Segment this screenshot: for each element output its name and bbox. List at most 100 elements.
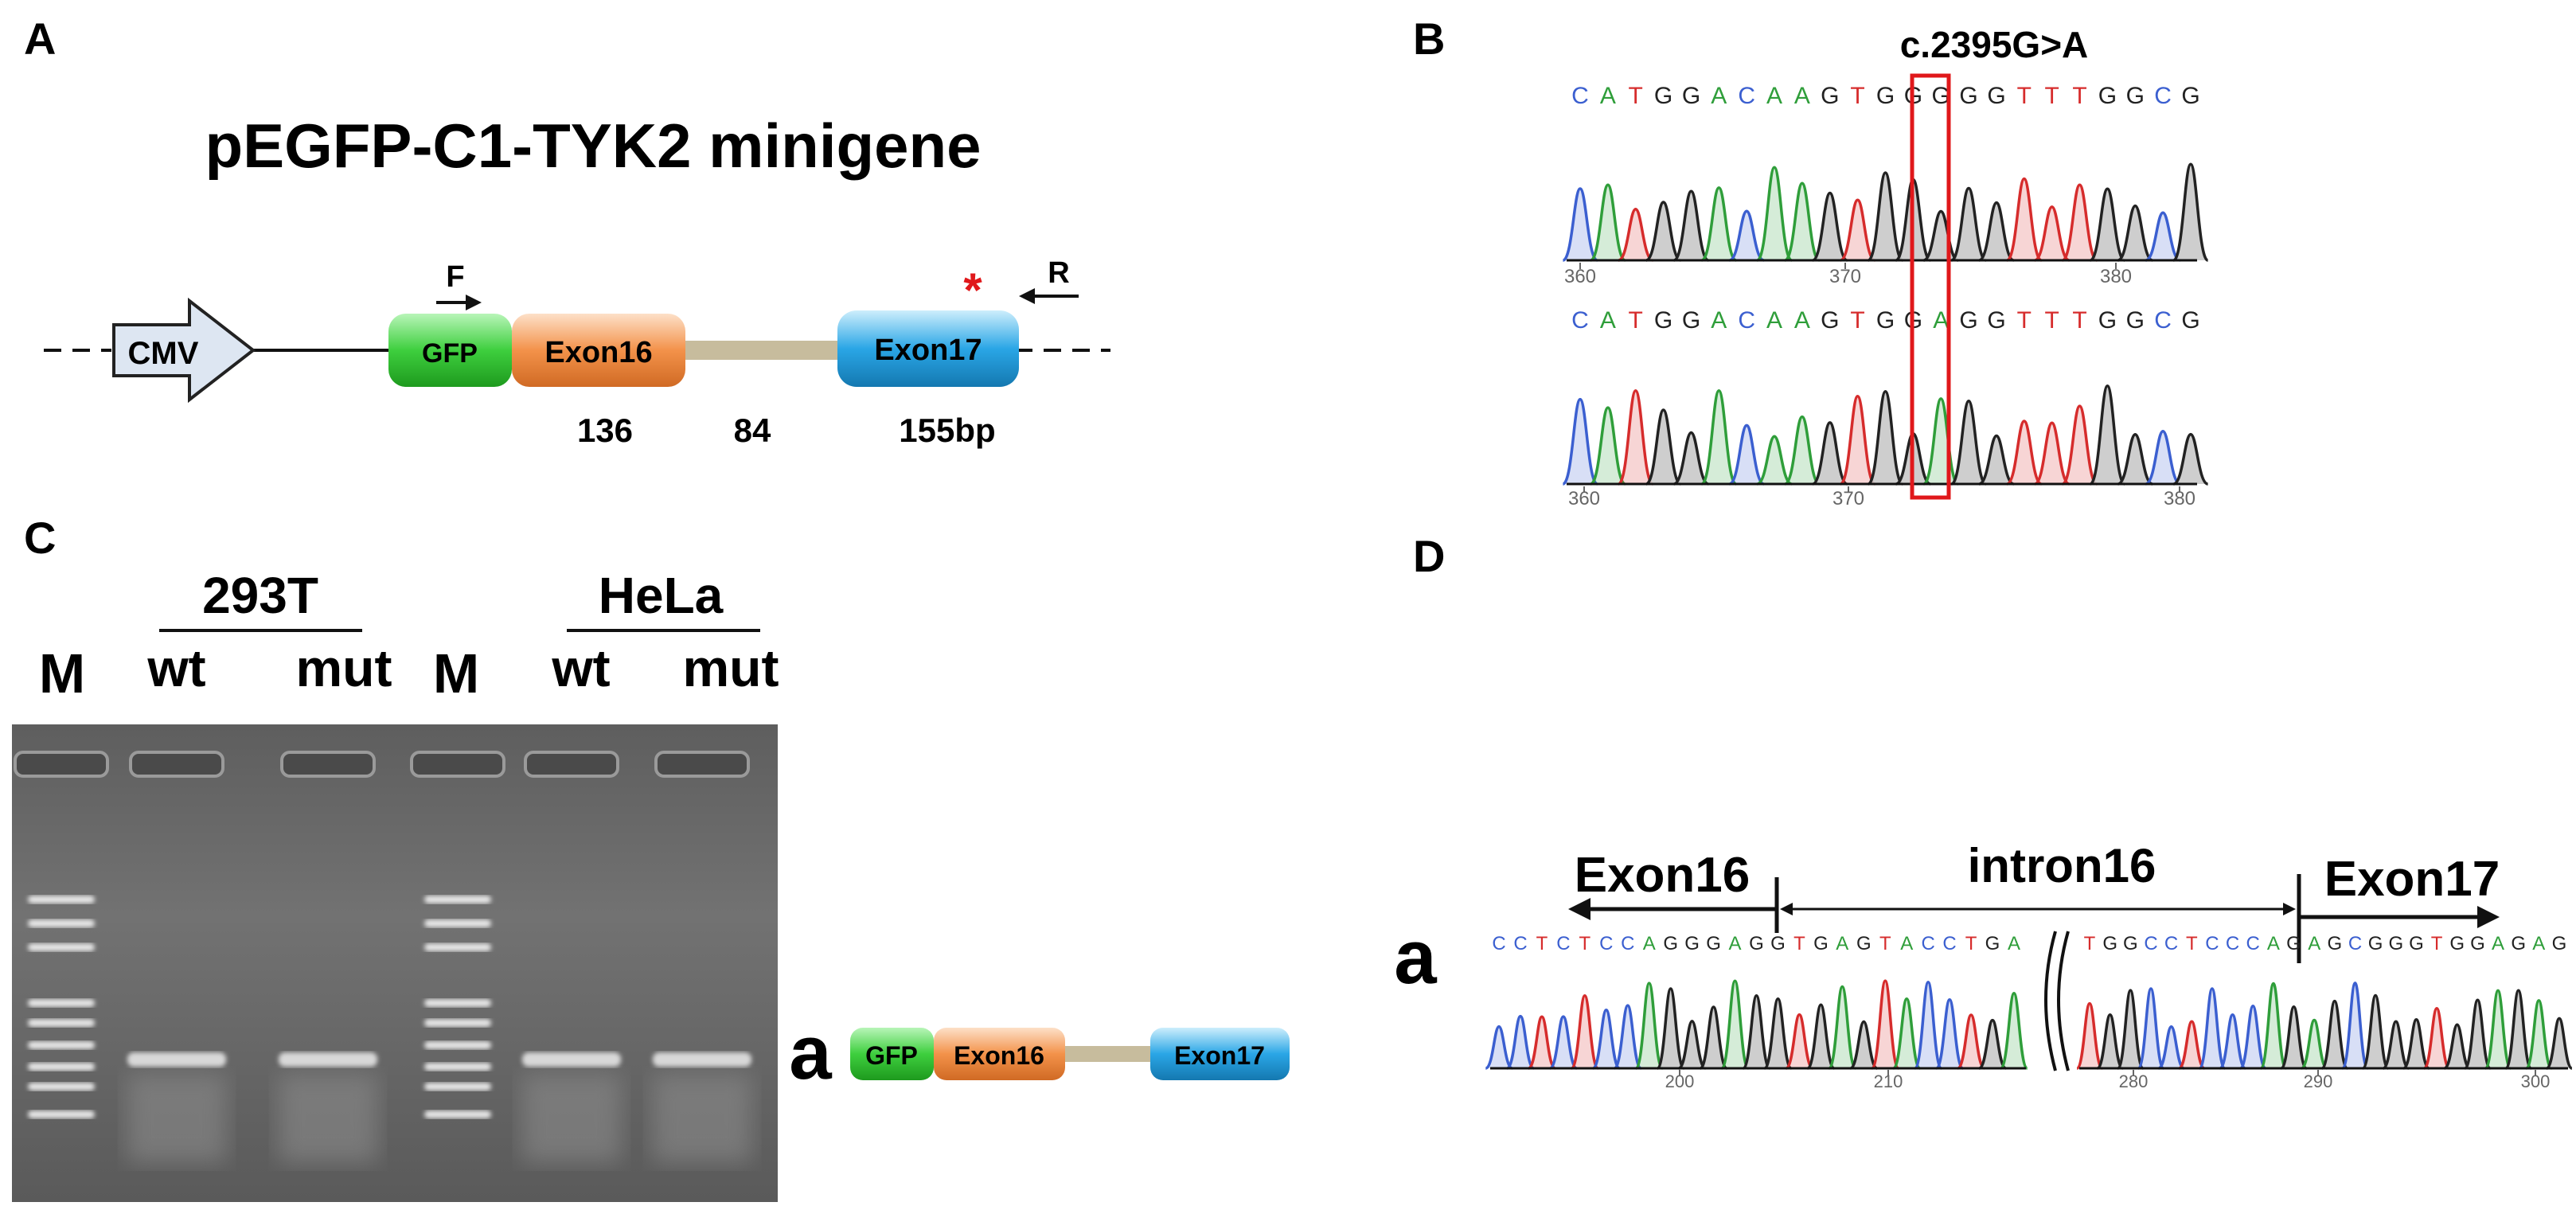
junction-left-peak bbox=[1762, 997, 1793, 1070]
mut-peak bbox=[1645, 408, 1682, 486]
break-mark-left bbox=[2044, 931, 2057, 1071]
mut-base: A bbox=[1933, 307, 1949, 334]
junction-left-peak bbox=[1677, 1020, 1707, 1070]
mut-peak bbox=[1617, 388, 1655, 486]
mut-peak bbox=[1950, 400, 1987, 486]
band-exon16-label: Exon16 bbox=[954, 1041, 1044, 1070]
mut-peak bbox=[2034, 421, 2071, 486]
mut-peak bbox=[1812, 421, 1848, 486]
mut-peak bbox=[1590, 406, 1626, 486]
mut-peak bbox=[1728, 423, 1765, 486]
junction-left-peak bbox=[1485, 1025, 1513, 1070]
wt-base: G bbox=[2181, 83, 2199, 109]
cell-line-293t: 293T bbox=[202, 567, 318, 624]
intron-arrowhead-left bbox=[1780, 903, 1793, 915]
panel-d-letter: D bbox=[1413, 531, 1445, 581]
mut-peak bbox=[1756, 435, 1793, 486]
junction-right-peak bbox=[2177, 1020, 2206, 1070]
band-exon17-label: Exon17 bbox=[1174, 1041, 1265, 1070]
mut-base: T bbox=[2072, 307, 2086, 334]
forward-primer-arrowhead bbox=[466, 295, 482, 310]
marker-band bbox=[424, 999, 491, 1007]
mut-base: G bbox=[1654, 307, 1672, 334]
wt-base: C bbox=[1571, 83, 1589, 109]
junction-right-base: T bbox=[2084, 933, 2096, 954]
lane-label-m1: M bbox=[39, 642, 85, 704]
marker-band bbox=[28, 943, 95, 951]
junction-right-peak bbox=[2157, 1025, 2185, 1070]
junction-right-peak bbox=[2116, 989, 2145, 1070]
gel-well bbox=[654, 751, 750, 778]
mut-peak bbox=[2145, 429, 2181, 486]
exon16-box bbox=[512, 314, 685, 387]
reverse-primer-label: R bbox=[1048, 256, 1069, 290]
junction-left-peak bbox=[1827, 985, 1857, 1070]
junction-right-trace bbox=[2075, 982, 2574, 1070]
mut-base: G bbox=[1682, 307, 1700, 334]
wt-peak bbox=[1867, 171, 1904, 262]
gel-lanes bbox=[14, 751, 751, 1162]
band-a bbox=[127, 1052, 226, 1067]
wt-base: G bbox=[2098, 83, 2117, 109]
junction-right-base: G bbox=[2123, 933, 2138, 954]
wt-peak bbox=[1922, 209, 1959, 262]
panel-d-band-label: a bbox=[1394, 915, 1437, 1000]
band-a bbox=[522, 1052, 621, 1067]
junction-left-peak bbox=[1891, 997, 1922, 1070]
junction-right-base: G bbox=[2102, 933, 2117, 954]
junction-left-base: T bbox=[1879, 933, 1891, 954]
sample-smear bbox=[279, 1075, 377, 1162]
junction-left-base: G bbox=[1813, 933, 1829, 954]
wt-base: A bbox=[1794, 83, 1810, 109]
marker-band bbox=[424, 1063, 491, 1071]
marker-band bbox=[28, 1110, 95, 1118]
junction-left-base: A bbox=[2008, 933, 2020, 954]
wt-peak bbox=[1840, 198, 1876, 262]
marker-band bbox=[28, 896, 95, 904]
junction-right-base: T bbox=[2431, 933, 2443, 954]
mut-peak bbox=[1672, 431, 1709, 486]
mut-base: G bbox=[2098, 307, 2117, 334]
junction-right-peak bbox=[2218, 1013, 2247, 1070]
wt-peak bbox=[1700, 186, 1737, 262]
mut-base: G bbox=[2181, 307, 2199, 334]
junction-left-peak bbox=[1978, 1018, 2007, 1070]
gel-well bbox=[129, 751, 224, 778]
junction-left-tick-label: 210 bbox=[1874, 1071, 1903, 1091]
junction-right-base: G bbox=[2327, 933, 2342, 954]
wt-tick-label: 370 bbox=[1829, 266, 1861, 287]
junction-right-base: G bbox=[2286, 933, 2301, 954]
panel-c-letter: C bbox=[24, 513, 56, 563]
marker-band bbox=[424, 919, 491, 927]
wt-base: T bbox=[1850, 83, 1864, 109]
junction-left-trace bbox=[1485, 979, 2029, 1070]
junction-left-base: G bbox=[1684, 933, 1700, 954]
junction-left-peak bbox=[1849, 1020, 1878, 1070]
mut-peak bbox=[1700, 389, 1738, 486]
wt-peak bbox=[1812, 191, 1848, 262]
marker-band bbox=[424, 943, 491, 951]
wt-peak bbox=[1784, 181, 1821, 262]
junction-right-peak bbox=[2463, 998, 2492, 1070]
mut-base: A bbox=[1794, 307, 1810, 334]
junction-left-peak bbox=[1548, 1015, 1579, 1070]
panel-b-letter: B bbox=[1413, 14, 1445, 64]
wt-peak bbox=[2117, 204, 2153, 262]
band-gfp-box bbox=[850, 1028, 934, 1080]
marker-band bbox=[28, 999, 95, 1007]
band-exon17-box bbox=[1150, 1028, 1290, 1080]
cmv-label: CMV bbox=[128, 336, 199, 371]
break-mark-right bbox=[2057, 931, 2070, 1071]
mut-peak bbox=[2006, 420, 2043, 486]
wt-peak bbox=[2172, 162, 2210, 262]
junction-right-peak bbox=[2524, 999, 2554, 1070]
mut-base: G bbox=[1876, 307, 1895, 334]
mut-base: C bbox=[1738, 307, 1755, 334]
